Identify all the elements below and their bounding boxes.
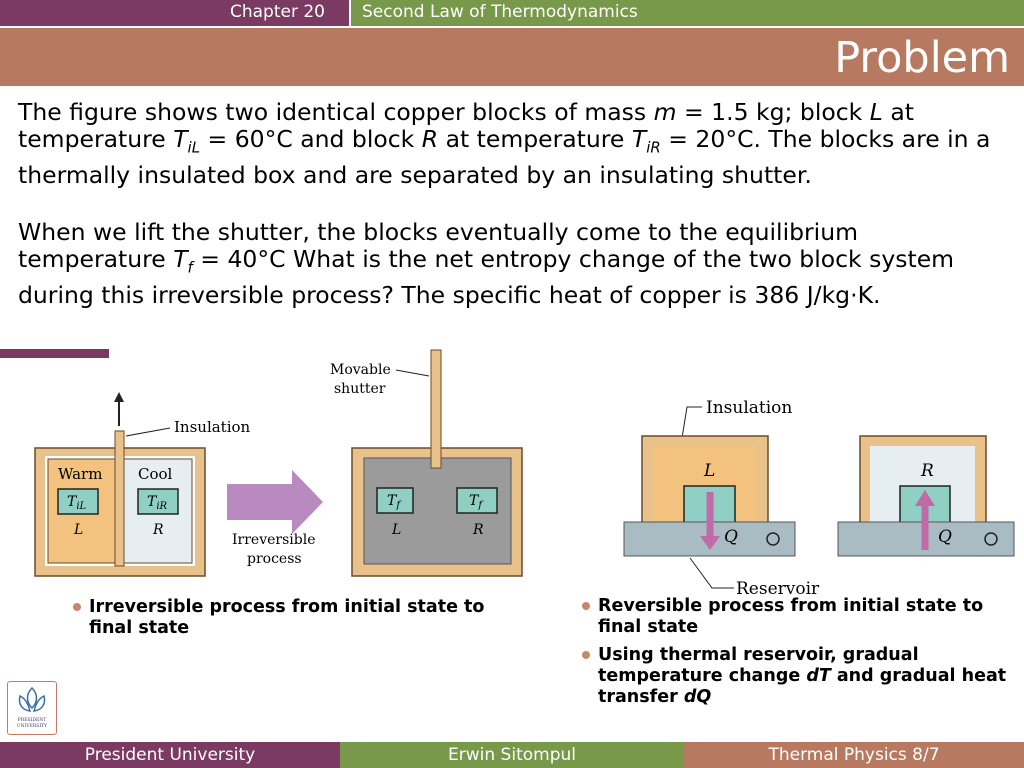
bullet-icon [73,603,81,611]
right-Q-label: Q [938,527,952,547]
block-R-final [456,487,498,514]
topic-label: Second Law of Thermodynamics [362,2,638,22]
problem-paragraph-1: The figure shows two identical copper bl… [18,98,991,189]
slide-title: Problem [834,33,1010,83]
chapter-bar [0,0,349,26]
left-Q-label: Q [724,527,738,547]
movable-label-1: Movable [330,362,391,378]
list-item: Irreversible process from initial state … [68,597,518,639]
reservoir-leader [689,557,734,589]
shutter-2-raised [430,349,442,469]
T-f-R-label: Tf [469,493,484,511]
irreversible-label-1: Irreversible [232,532,315,548]
L-label-initial: L [73,522,83,538]
insulation-leader-2 [681,406,702,439]
irreversible-process-figure: Warm Cool TiL TiR L R Insulation Irrever… [34,349,523,577]
logo-emblem-icon: PRESIDENT UNIVERSITY [17,686,48,729]
block-L-final [376,487,414,514]
T-iR-label: TiR [147,494,168,512]
upward-heat-arrow-head [915,490,935,506]
svg-text:UNIVERSITY: UNIVERSITY [17,723,48,729]
section-divider [0,349,109,358]
list-item: Reversible process from initial state to… [577,596,1017,638]
svg-text:PRESIDENT: PRESIDENT [18,717,46,723]
footer-course-page: Thermal Physics 8/7 [684,742,1024,768]
left-L-label: L [703,461,715,481]
insulation-leader-1 [125,427,171,437]
T-iL-label: TiL [67,494,87,512]
R-label-final: R [472,522,484,538]
movable-leader [395,369,430,377]
bullet-icon [582,651,590,659]
right-knob [984,532,998,546]
list-item: Using thermal reservoir, gradual tempera… [577,645,1017,708]
insulation-label-1: Insulation [174,418,251,436]
right-bullet-list: Reversible process from initial state to… [577,596,1017,715]
L-label-final: L [391,522,401,538]
T-f-L-label: Tf [387,493,402,511]
left-knob [766,532,780,546]
cool-label: Cool [138,465,173,483]
irreversible-label-2: process [247,551,302,567]
university-logo: PRESIDENT UNIVERSITY [7,681,57,735]
topic-bar [351,0,1024,26]
process-arrow [227,470,323,534]
chapter-label: Chapter 20 [230,2,326,22]
reservoir-label: Reservoir [736,579,820,599]
warm-label: Warm [58,465,102,483]
footer-bar: President University Erwin Sitompul Ther… [0,742,1024,768]
block-R-initial [137,488,179,515]
downward-heat-arrow-head [700,536,720,550]
left-bullet-list: Irreversible process from initial state … [68,597,518,646]
block-L-initial [57,488,99,515]
footer-university: President University [0,742,340,768]
movable-label-2: shutter [334,381,386,397]
problem-paragraph-2: When we lift the shutter, the blocks eve… [18,218,955,309]
R-label-initial: R [152,522,164,538]
title-bar [0,28,1024,86]
lift-arrow-head [114,392,124,402]
insulation-label-2: Insulation [706,398,792,418]
top-bar: Chapter 20 Second Law of Thermodynamics [0,0,1024,26]
shutter-1 [114,430,125,567]
bullet-icon [582,602,590,610]
right-R-label: R [920,461,934,481]
reversible-process-figure: Insulation L Q R Q Reservoir [623,398,1015,599]
footer-author: Erwin Sitompul [340,742,684,768]
